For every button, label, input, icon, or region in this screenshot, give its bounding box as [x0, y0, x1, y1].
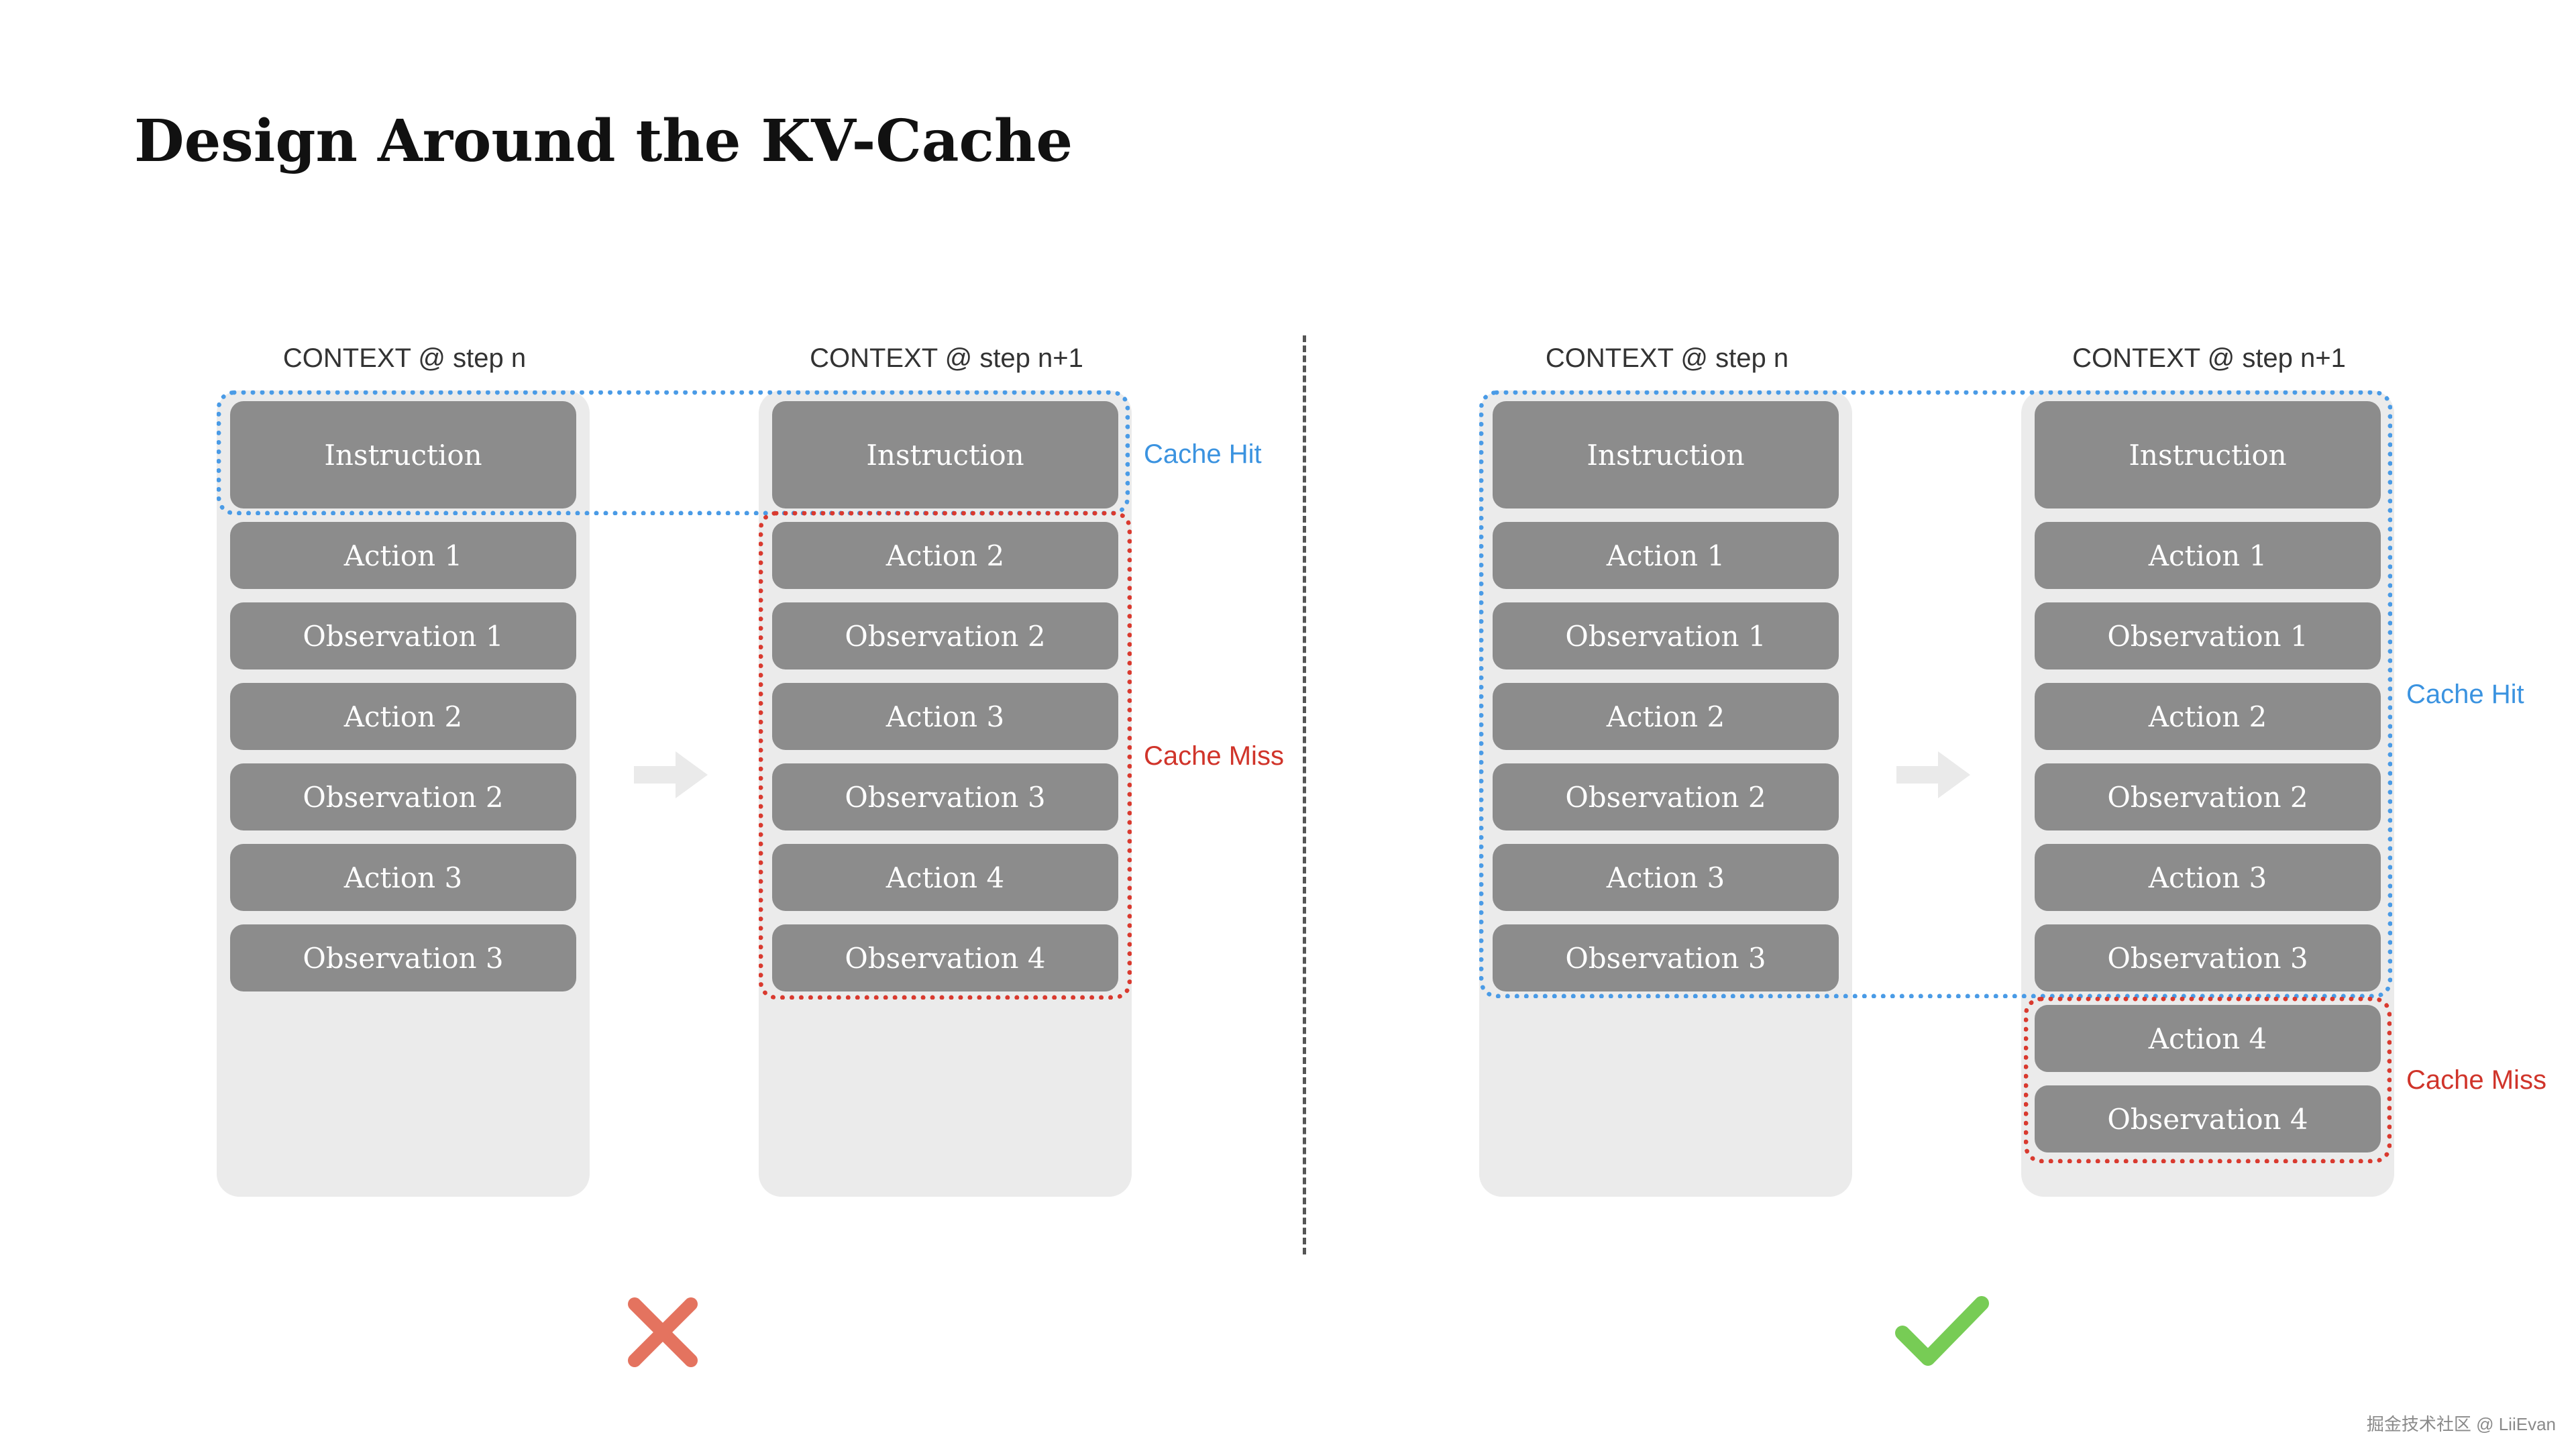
- context-block: Action 2: [772, 522, 1118, 589]
- context-block: Action 4: [2035, 1005, 2381, 1072]
- cache-hit-label: Cache Hit: [1144, 439, 1262, 469]
- context-block: Observation 1: [2035, 602, 2381, 669]
- cache-hit-label: Cache Hit: [2406, 680, 2524, 709]
- context-block: Action 2: [230, 683, 576, 750]
- context-block: Action 3: [772, 683, 1118, 750]
- arrow-right-icon: [1896, 751, 1970, 798]
- context-block: Observation 4: [772, 924, 1118, 991]
- context-block: Observation 2: [230, 763, 576, 830]
- context-block-instruction: Instruction: [1493, 401, 1839, 508]
- context-block: Action 1: [2035, 522, 2381, 589]
- context-block: Observation 4: [2035, 1085, 2381, 1152]
- context-block: Observation 2: [2035, 763, 2381, 830]
- section-divider: [1303, 335, 1306, 1254]
- cache-miss-outline: [759, 511, 1132, 1000]
- context-label-step-n: CONTEXT @ step n: [1545, 343, 1789, 373]
- context-block: Action 3: [1493, 844, 1839, 911]
- context-block: Observation 1: [1493, 602, 1839, 669]
- context-label-step-n1: CONTEXT @ step n+1: [2072, 343, 2346, 373]
- context-block-instruction: Instruction: [772, 401, 1118, 508]
- context-block-instruction: Instruction: [2035, 401, 2381, 508]
- cache-hit-outline: [217, 390, 1130, 515]
- context-block: Action 1: [230, 522, 576, 589]
- context-block: Observation 3: [772, 763, 1118, 830]
- context-block: Observation 1: [230, 602, 576, 669]
- context-block: Observation 3: [2035, 924, 2381, 991]
- context-block: Observation 3: [1493, 924, 1839, 991]
- cross-icon: [628, 1297, 698, 1367]
- slide-title: Design Around the KV-Cache: [134, 107, 1073, 175]
- context-block-instruction: Instruction: [230, 401, 576, 508]
- context-block: Action 1: [1493, 522, 1839, 589]
- context-label-step-n1: CONTEXT @ step n+1: [810, 343, 1083, 373]
- cache-hit-outline: [1479, 390, 2392, 998]
- context-block: Observation 3: [230, 924, 576, 991]
- watermark: 掘金技术社区 @ LiiEvan: [2366, 1414, 2556, 1434]
- arrow-right-icon: [634, 751, 708, 798]
- context-block: Observation 2: [1493, 763, 1839, 830]
- context-block: Action 2: [1493, 683, 1839, 750]
- context-block: Action 4: [772, 844, 1118, 911]
- context-block: Action 3: [230, 844, 576, 911]
- context-label-step-n: CONTEXT @ step n: [282, 343, 527, 373]
- context-block: Action 2: [2035, 683, 2381, 750]
- context-block: Action 3: [2035, 844, 2381, 911]
- check-icon: [1895, 1296, 1989, 1366]
- context-block: Observation 2: [772, 602, 1118, 669]
- cache-miss-label: Cache Miss: [1144, 741, 1284, 771]
- cache-miss-outline: [2024, 997, 2392, 1163]
- cache-miss-label: Cache Miss: [2406, 1065, 2546, 1095]
